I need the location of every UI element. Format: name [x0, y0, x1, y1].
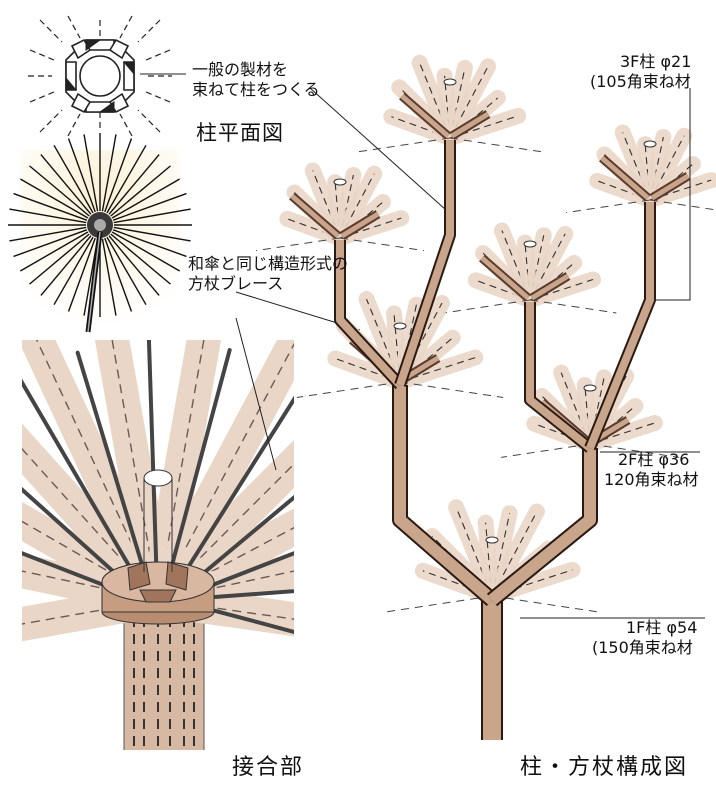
capital-3f-right-post-top: [644, 141, 656, 147]
column-2f-spec: 2F柱 φ36: [618, 450, 689, 470]
capital-3f-top-post-top: [444, 79, 456, 85]
capital-3f-top-ghost-brace: [450, 138, 544, 152]
joint-caption: 接合部: [232, 754, 304, 782]
umbrella-detail: [8, 133, 192, 338]
capital-1f-post-top: [486, 537, 498, 543]
column-2f-size: 120角束ね材: [604, 470, 699, 490]
structure-caption: 柱・方杖構成図: [520, 754, 688, 782]
note-lumber-label-2: 束ねて柱をつくる: [192, 80, 320, 100]
capital-2f-left-ghost-brace: [400, 382, 503, 397]
note-brace-label-1: 和傘と同じ構造形式の: [188, 254, 348, 274]
column-3f-size: (105角束ね材: [590, 72, 691, 92]
column-3f-spec: 3F柱 φ21: [620, 52, 691, 72]
column-plan-view: [28, 16, 172, 136]
capital-2f-right-post-top: [584, 385, 596, 391]
column-1f-spec: 1F柱 φ54: [626, 618, 697, 638]
capital-2f-mid-post-top: [524, 241, 536, 247]
note-lumber-label-1: 一般の製材を: [192, 60, 288, 80]
capital-2f-left-post-top: [394, 323, 406, 329]
note-brace-label-2: 方杖ブレース: [188, 274, 283, 294]
capital-2f-left-ghost-brace: [297, 382, 400, 397]
plan-view-title: 柱平面図: [196, 120, 284, 146]
capital-3f-left-post-top: [334, 179, 346, 185]
capital-3f-top-ghost-brace: [356, 138, 450, 152]
capital-1f-ghost-brace: [492, 596, 602, 613]
column-1f-size: (150角束ね材: [592, 638, 693, 658]
capital-1f-ghost-brace: [382, 596, 492, 613]
